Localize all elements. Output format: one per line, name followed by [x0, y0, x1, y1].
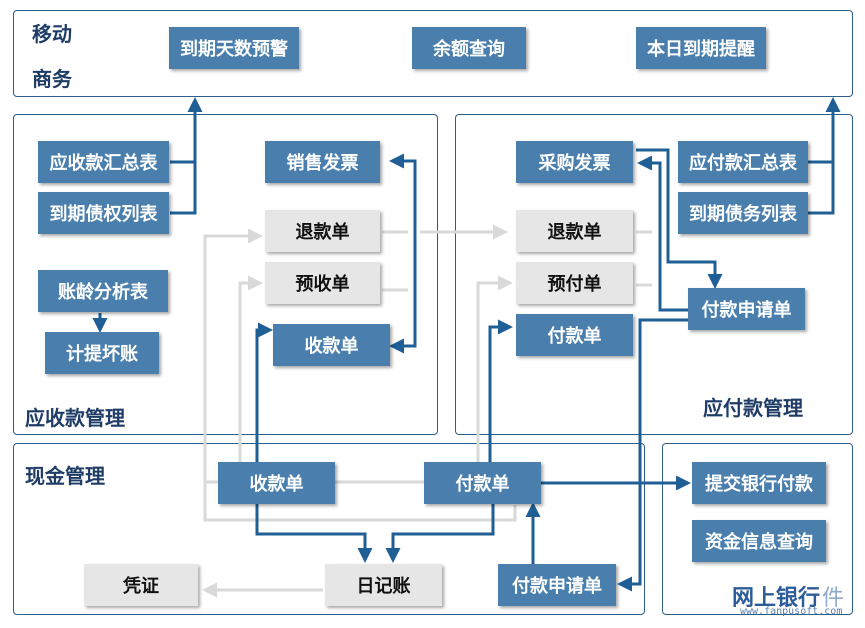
- due-days-alert-button[interactable]: 到期天数预警: [169, 27, 299, 69]
- arrow-request-to-purchase: [637, 155, 688, 312]
- gray-arrow-cash-receipt-to-refund: [203, 228, 263, 484]
- mobile-title-line1: 移动: [32, 22, 72, 46]
- cash-payment-button[interactable]: 付款单: [424, 462, 541, 504]
- pay-request-button[interactable]: 付款申请单: [688, 288, 805, 330]
- gray-loop-cash: [203, 482, 517, 522]
- watermark-url: www.fanpusoft.com: [740, 606, 843, 617]
- watermark-suffix: 件: [822, 586, 845, 611]
- today-due-reminder-button[interactable]: 本日到期提醒: [636, 27, 766, 69]
- cash-title: 现金管理: [25, 464, 105, 488]
- arrow-recv-to-mobile: [170, 100, 195, 215]
- gray-arrow-cash-receipt-to-advance: [238, 275, 263, 470]
- due-claims-button[interactable]: 到期债权列表: [38, 192, 169, 234]
- pay-summary-button[interactable]: 应付款汇总表: [678, 141, 808, 183]
- fund-info-query-button[interactable]: 资金信息查询: [692, 520, 826, 562]
- due-debts-button[interactable]: 到期债务列表: [678, 192, 808, 234]
- sales-invoice-button[interactable]: 销售发票: [265, 141, 380, 183]
- pay-payment-button[interactable]: 付款单: [516, 314, 633, 356]
- mobile-title-line2: 商务: [32, 67, 72, 91]
- advance-payment-button[interactable]: 预付单: [516, 262, 633, 304]
- recv-refund-button[interactable]: 退款单: [265, 210, 380, 252]
- purchase-invoice-button[interactable]: 采购发票: [516, 141, 633, 183]
- bad-debt-button[interactable]: 计提坏账: [45, 332, 159, 374]
- journal-button[interactable]: 日记账: [325, 564, 442, 606]
- payables-title: 应付款管理: [703, 396, 803, 420]
- arrow-cash-receipt-up: [255, 322, 273, 468]
- balance-query-button[interactable]: 余额查询: [412, 27, 526, 69]
- arrow-payment-to-journal: [385, 503, 495, 563]
- recv-summary-button[interactable]: 应收款汇总表: [38, 141, 169, 183]
- arrow-receipt-to-journal: [255, 503, 373, 563]
- receivables-title: 应收款管理: [25, 406, 125, 430]
- recv-receipt-button[interactable]: 收款单: [273, 324, 390, 366]
- arrow-purchase-to-request: [636, 148, 723, 289]
- gray-arrow-cash-pay-to-advance: [476, 275, 513, 470]
- arrow-pay-to-mobile: [808, 100, 833, 215]
- arrow-cash-request-up: [617, 318, 688, 592]
- arrow-invoice-receipt: [389, 153, 417, 354]
- voucher-button[interactable]: 凭证: [84, 564, 198, 606]
- aging-analysis-button[interactable]: 账龄分析表: [38, 270, 168, 312]
- cash-receipt-button[interactable]: 收款单: [218, 462, 335, 504]
- pay-refund-button[interactable]: 退款单: [516, 210, 633, 252]
- online-bank-title: 网上银行: [732, 586, 821, 611]
- submit-bank-payment-button[interactable]: 提交银行付款: [692, 462, 826, 504]
- arrow-cash-payment-up: [488, 319, 513, 468]
- cash-pay-request-button[interactable]: 付款申请单: [498, 564, 616, 606]
- advance-receipt-button[interactable]: 预收单: [265, 262, 380, 304]
